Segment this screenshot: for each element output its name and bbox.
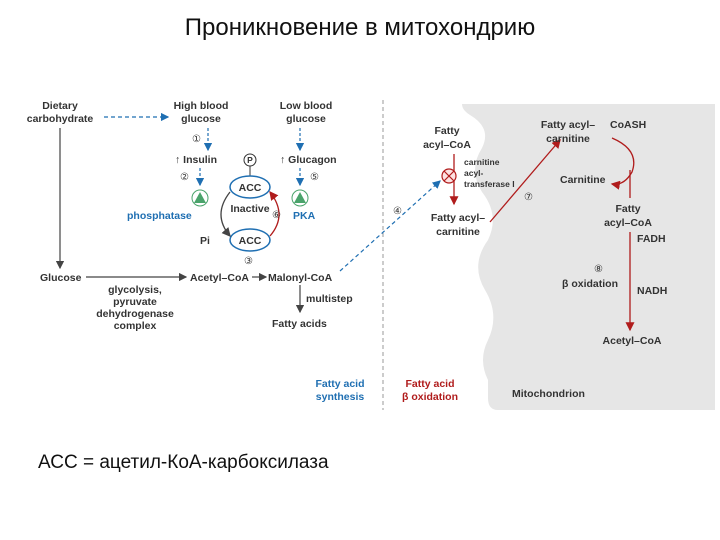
acc-active-ellipse [229,228,271,252]
fatty-acyl-carnitine-inner-label: Fatty acyl– [541,119,595,131]
acetyl-coa-mito-label: Acetyl–CoA [603,335,662,347]
malonyl-coa-label: Malonyl-CoA [268,272,333,284]
glucose-label: Glucose [40,272,82,284]
coash-arc [610,137,635,190]
step-2: ② [180,172,189,183]
fatty-acid-oxidation-label: Fatty acid [405,378,454,390]
carnitine-transport-arrow [489,139,561,223]
fadh-label: FADH [637,233,666,245]
pka-activator-icon [294,192,306,203]
glucagon-label: ↑ Glucagon [280,154,337,166]
cat1-label: carnitine [464,157,500,167]
step-3: ③ [244,256,253,267]
high-blood-glucose-label-2: glucose [181,113,221,125]
fatty-acyl-coa-inner-label: Fatty [615,203,640,215]
step-6: ⑥ [272,210,281,221]
acc-caption: АСС = ацетил-КоА-карбоксилаза [38,452,329,473]
glycolysis-label-3: dehydrogenase [96,308,174,320]
cat1-inhibited-x2 [443,170,455,182]
glycolysis-label: glycolysis, [108,284,162,296]
cat1-label-3: transferase I [464,179,515,189]
fatty-acyl-coa-outer-label: Fatty [434,125,459,137]
multistep-label: multistep [306,293,353,305]
fatty-acid-oxidation-label-2: β oxidation [402,391,458,403]
step-4: ④ [393,206,402,217]
glycolysis-label-4: complex [114,320,157,332]
fatty-acyl-coa-inner-label-2: acyl–CoA [604,217,652,229]
fatty-acid-synthesis-label-2: synthesis [316,391,365,403]
carnitine-label: Carnitine [560,174,606,186]
fatty-acid-synthesis-label: Fatty acid [315,378,364,390]
fatty-acyl-carnitine-outer-label: Fatty acyl– [431,212,485,224]
pi-label: Pi [200,235,210,247]
low-blood-glucose-label-2: glucose [286,113,326,125]
mitochondrion-label: Mitochondrion [512,388,585,400]
dietary-carbohydrate-label-2: carbohydrate [27,113,94,125]
dephosphorylation-arc [220,191,231,237]
acc-active-label: ACC [239,235,262,247]
fatty-acyl-coa-outer-label-2: acyl–CoA [423,139,471,151]
acc-inactive-ellipse [229,175,271,199]
low-blood-glucose-label: Low blood [280,100,333,112]
dietary-carbohydrate-label: Dietary [42,100,78,112]
phosphorylation-arc [269,190,280,237]
step-7: ⑦ [524,192,533,203]
inactive-label: Inactive [230,203,269,215]
malonyl-inhibition-line [339,180,441,272]
high-blood-glucose-label: High blood [174,100,229,112]
fatty-acids-label: Fatty acids [272,318,327,330]
coash-label: CoASH [610,119,646,131]
phosphate-label: P [247,155,253,165]
nadh-label: NADH [637,285,667,297]
fatty-acyl-carnitine-outer-label-2: carnitine [436,226,480,238]
insulin-label: ↑ Insulin [175,154,217,166]
step-1: ① [192,134,201,145]
acc-inactive-label: ACC [239,182,262,194]
cat1-label-2: acyl- [464,168,484,178]
pka-label: PKA [293,210,316,222]
phosphatase-label: phosphatase [127,210,192,222]
step-8: ⑧ [594,264,603,275]
fatty-acyl-carnitine-inner-label-2: carnitine [546,133,590,145]
step-5: ⑤ [310,172,319,183]
acetyl-coa-label: Acetyl–CoA [190,272,249,284]
slide-title: Проникновение в митохондрию [184,14,536,41]
phosphatase-activator-icon [194,192,206,203]
glycolysis-label-2: pyruvate [113,296,157,308]
beta-oxidation-label: β oxidation [562,278,618,290]
mitochondrion-shape [462,104,715,410]
